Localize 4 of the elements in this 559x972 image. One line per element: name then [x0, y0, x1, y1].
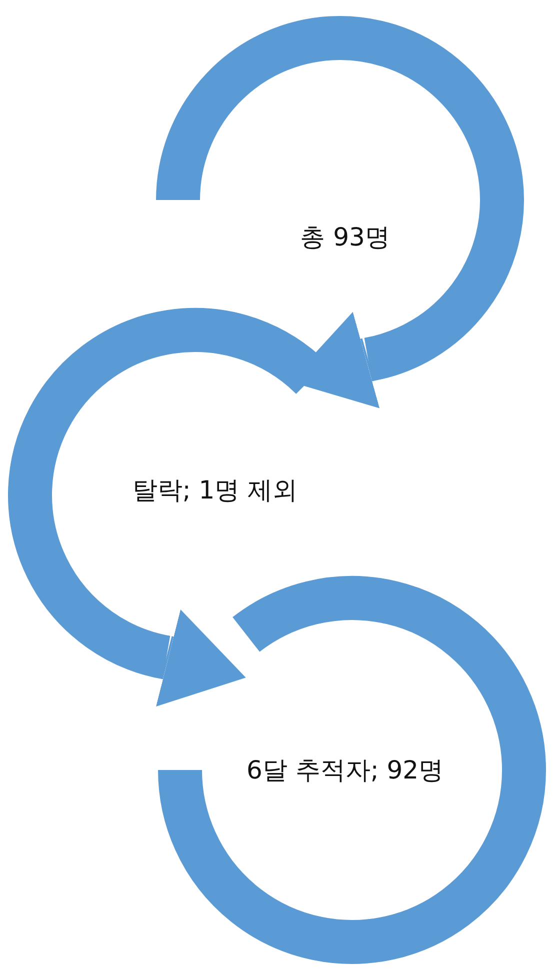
node-text: 6달 추적자; 92명 — [246, 754, 444, 786]
node-text: 총 93명 — [300, 222, 390, 254]
node-text: 탈락; 1명 제외 — [132, 474, 298, 506]
arrow — [156, 610, 246, 706]
